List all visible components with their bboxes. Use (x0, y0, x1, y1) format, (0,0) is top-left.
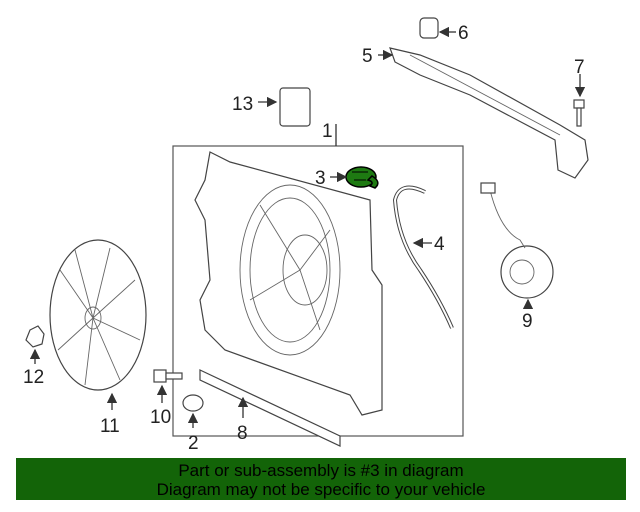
bolt-7 (573, 99, 585, 127)
callout-13: 13 (232, 94, 253, 115)
bolt-10 (153, 369, 183, 383)
fan-blade (49, 239, 147, 391)
callout-2: 2 (188, 433, 199, 454)
callout-5: 5 (362, 46, 373, 67)
fan-shroud (194, 151, 383, 416)
nut-12 (25, 325, 45, 348)
support-bracket (389, 17, 589, 179)
callout-4: 4 (434, 234, 445, 255)
seal-strip (199, 369, 341, 447)
callout-3: 3 (315, 168, 326, 189)
hose (392, 185, 454, 329)
banner-line-disclaimer: Diagram may not be specific to your vehi… (156, 480, 486, 499)
info-banner: Part or sub-assembly is #3 in diagram Di… (16, 458, 626, 500)
callout-11: 11 (100, 416, 120, 437)
callout-6: 6 (458, 23, 469, 44)
grommet-2 (182, 394, 204, 412)
callout-12: 12 (23, 367, 44, 388)
callout-1: 1 (322, 121, 333, 142)
banner-line-part: Part or sub-assembly is #3 in diagram (178, 461, 464, 480)
fan-motor (480, 182, 554, 299)
callout-9: 9 (522, 311, 533, 332)
callout-10: 10 (150, 407, 171, 428)
callout-8: 8 (237, 423, 248, 444)
part-3-highlighted (345, 166, 379, 189)
sensor-13 (279, 87, 311, 127)
callout-7: 7 (574, 57, 585, 78)
